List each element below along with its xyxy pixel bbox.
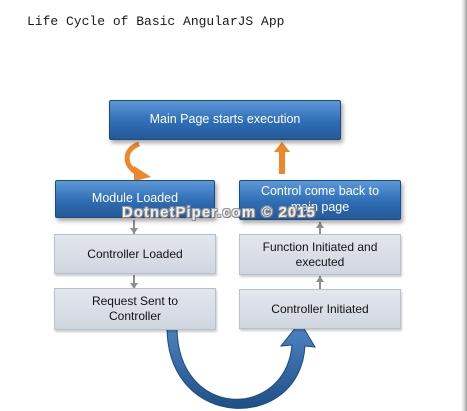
node-controller-loaded-label: Controller Loaded: [87, 246, 183, 261]
orange-curved-arrow-head: [134, 166, 151, 181]
node-function-executed: Function Initiated and executed: [239, 234, 401, 275]
node-main-page-label: Main Page starts execution: [149, 112, 301, 127]
connector-controller-request-head: [130, 283, 138, 289]
node-request-sent-label: Request Sent to Controller: [91, 294, 179, 323]
orange-up-arrow-shaft: [279, 150, 285, 174]
node-function-executed-label: Function Initiated and executed: [262, 239, 378, 269]
node-controller-initiated: Controller Initiated: [239, 289, 401, 329]
node-control-back-label: Control come back to main page: [260, 184, 380, 214]
node-control-back: Control come back to main page: [239, 180, 401, 220]
connector-initiated-function-head: [316, 276, 324, 282]
node-module-loaded-label: Module Loaded: [91, 191, 179, 206]
node-controller-loaded: Controller Loaded: [54, 234, 216, 274]
node-controller-initiated-label: Controller Initiated: [271, 301, 369, 316]
watermark: DotnetPiper.com © 2015: [122, 204, 316, 221]
node-module-loaded: Module Loaded: [55, 180, 215, 218]
node-request-sent: Request Sent to Controller: [54, 288, 216, 330]
big-curved-arrow: [166, 321, 316, 409]
orange-up-arrow-head: [274, 142, 290, 152]
page-edge-shadow: [461, 0, 467, 411]
node-main-page: Main Page starts execution: [109, 100, 341, 140]
page-title: Life Cycle of Basic AngularJS App: [27, 14, 285, 29]
connector-function-control-head: [316, 222, 324, 228]
connector-module-controller-head: [130, 228, 138, 234]
